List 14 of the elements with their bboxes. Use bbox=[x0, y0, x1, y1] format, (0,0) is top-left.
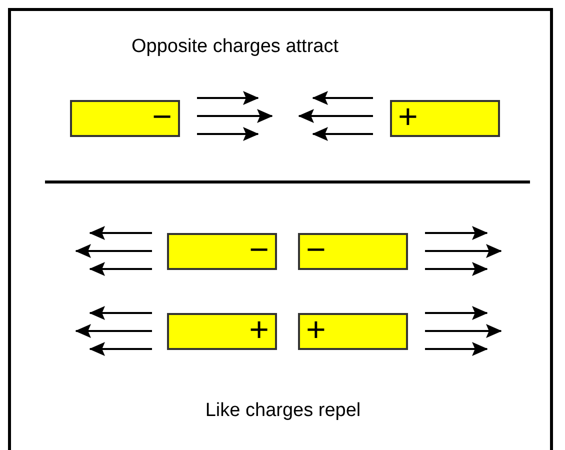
charge-sign: − bbox=[152, 99, 172, 136]
charged-plate bbox=[298, 313, 408, 350]
charge-sign: − bbox=[249, 232, 269, 269]
charge-sign: + bbox=[306, 312, 326, 349]
charge-sign: − bbox=[306, 232, 326, 269]
charged-plate bbox=[167, 233, 277, 270]
charge-sign: + bbox=[398, 99, 418, 136]
heading: Opposite charges attract bbox=[132, 36, 338, 58]
charged-plate bbox=[298, 233, 408, 270]
caption: Like charges repel bbox=[205, 400, 361, 422]
charged-plate bbox=[167, 313, 277, 350]
charged-plate bbox=[70, 100, 180, 137]
charge-sign: + bbox=[249, 312, 269, 349]
charged-plate bbox=[390, 100, 500, 137]
